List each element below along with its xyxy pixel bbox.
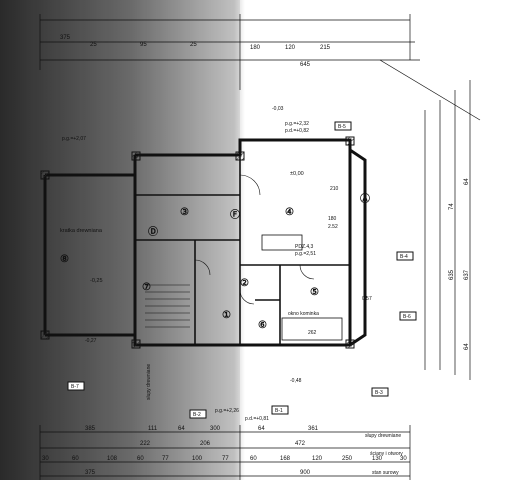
- anno-180: 180: [328, 216, 337, 222]
- top-dim-7: 215: [320, 45, 331, 51]
- bottom-dimensions: [39, 425, 411, 480]
- bd3-11: 130: [372, 456, 383, 462]
- room-1-number: ①: [222, 310, 231, 321]
- bd3-4: 77: [162, 456, 169, 462]
- bd3-label: stan surowy: [372, 470, 399, 476]
- section-markers: B-4 B-5 B-7 B-1 B-2 B-3 B-6: [67, 121, 417, 419]
- section-b7: B-7: [71, 384, 79, 390]
- section-b6: B-6: [403, 314, 411, 320]
- axis-D-marker: Ⓓ: [148, 225, 158, 238]
- room-8-name: kratka drewniana: [60, 228, 103, 234]
- right-dim-5: 64: [464, 343, 470, 350]
- top-dim-1: 375: [60, 35, 71, 41]
- anno-057: 0,57: [362, 296, 372, 302]
- bd3-7: 60: [250, 456, 257, 462]
- bd1-4: 64: [258, 426, 265, 432]
- room-4-number: ④: [285, 207, 294, 218]
- top-dim-8: 645: [300, 62, 311, 68]
- anno-pg226: p.g.=+2,26: [215, 408, 239, 414]
- top-dim-5: 180: [250, 45, 261, 51]
- anno-pdz43: PDZ.4,3: [295, 244, 314, 250]
- bd1-5: 361: [308, 426, 319, 432]
- bottom-dim-row1: 385 111 64 300 64 361 słupy drewniane: [85, 426, 401, 439]
- bd3-9: 120: [312, 456, 323, 462]
- right-dim-1: 64: [464, 178, 470, 185]
- bd3-0: 30: [42, 456, 49, 462]
- inner-walls: [135, 155, 350, 345]
- bd3-2: 108: [107, 456, 118, 462]
- room-6-number: ⑥: [258, 320, 267, 331]
- bd1-0: 385: [85, 426, 96, 432]
- staircase: [145, 284, 190, 328]
- room-7-number: ⑦: [142, 282, 151, 293]
- top-dim-2: 25: [90, 42, 97, 48]
- room-8-number: ⑧: [60, 254, 69, 265]
- top-dim-3: 95: [140, 42, 147, 48]
- anno-pd081: p.d.=+0,81: [245, 416, 269, 422]
- bd2-0: 222: [140, 441, 151, 447]
- anno-m027: -0,27: [85, 338, 97, 344]
- section-b3: B-3: [375, 390, 383, 396]
- anno-pd082: p.d.=+0,82: [285, 128, 309, 134]
- columns: [40, 136, 355, 349]
- section-b1: B-1: [275, 408, 283, 414]
- fireplace: [281, 317, 343, 341]
- section-b5: B-5: [338, 124, 346, 130]
- bd1-3: 300: [210, 426, 221, 432]
- bottom-dim-row2: 222 206 472 ściany i otwory: [140, 441, 403, 457]
- bd1-2: 64: [178, 426, 185, 432]
- bd3-1: 60: [72, 456, 79, 462]
- anno-262: 262: [308, 330, 317, 336]
- anno-pg207: p.g.=+2,07: [62, 136, 86, 142]
- section-b2: B-2: [193, 412, 201, 418]
- right-dim-4: 637: [464, 269, 470, 280]
- axis-A-marker: Ⓐ: [360, 192, 370, 205]
- bd1-label: słupy drewniane: [365, 433, 401, 439]
- top-dimensions: [39, 14, 420, 90]
- right-dimensions: [379, 59, 481, 380]
- room-2-number: ②: [240, 278, 249, 289]
- anno-m003: -0,03: [272, 106, 284, 112]
- top-dim-4: 25: [190, 42, 197, 48]
- anno-pg232: p.g.=+2,32: [285, 121, 309, 127]
- door-swings: [194, 174, 315, 305]
- bd4-1: 900: [300, 470, 311, 476]
- bd3-6: 77: [222, 456, 229, 462]
- room-8-level: -0,25: [90, 278, 103, 284]
- bd1-1: 111: [148, 426, 158, 432]
- anno-m048: -0,48: [290, 378, 302, 384]
- anno-210: 210: [330, 186, 339, 192]
- bd3-3: 60: [137, 456, 144, 462]
- bd2-1: 206: [200, 441, 211, 447]
- bd3-10: 250: [342, 456, 353, 462]
- room-3-number: ③: [180, 207, 189, 218]
- axis-F-marker: Ⓕ: [230, 208, 240, 221]
- bd3-5: 100: [192, 456, 203, 462]
- bd3-12: 30: [400, 456, 407, 462]
- bd4-0: 375: [85, 470, 96, 476]
- bottom-dim-row3: 30 60 108 60 77 100 77 60 168 120 250 13…: [42, 456, 407, 476]
- section-b4: B-4: [400, 254, 408, 260]
- anno-slupy: słupy drewniane: [146, 364, 152, 400]
- room-4-level: ±0,00: [290, 171, 304, 177]
- bd2-2: 472: [295, 441, 306, 447]
- bd2-label: ściany i otwory: [370, 451, 403, 457]
- right-dim-2: 74: [449, 203, 455, 210]
- kitchen-counter: [261, 234, 303, 251]
- room-5-number: ⑤: [310, 287, 319, 298]
- anno-pg251: p.g.=2,51: [295, 251, 316, 257]
- anno-252: 2.52: [328, 224, 338, 230]
- anno-okno: okno kominka: [288, 311, 319, 317]
- right-dim-3: 635: [449, 269, 455, 280]
- bd3-8: 168: [280, 456, 291, 462]
- top-dim-6: 120: [285, 45, 296, 51]
